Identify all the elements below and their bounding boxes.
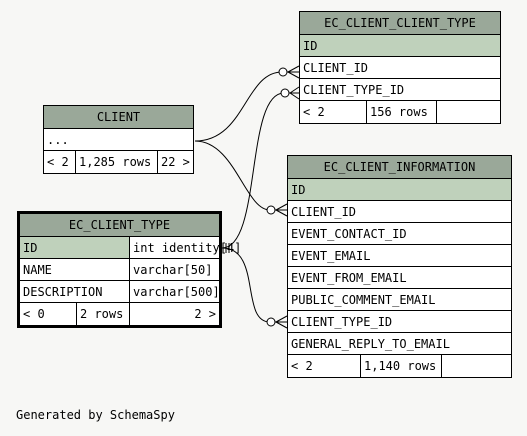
generated-by-label: Generated by SchemaSpy xyxy=(16,408,175,422)
table-title[interactable]: EC_CLIENT_TYPE xyxy=(20,214,219,236)
column-event-contact-id[interactable]: EVENT_CONTACT_ID xyxy=(288,222,511,244)
column-event-from-email[interactable]: EVENT_FROM_EMAIL xyxy=(288,266,511,288)
crowfoot-info-type-id xyxy=(266,315,288,329)
table-footer: < 2 156 rows xyxy=(300,100,500,123)
column-type: varchar[50] xyxy=(129,259,219,280)
column-general-reply-to-email[interactable]: GENERAL_REPLY_TO_EMAIL xyxy=(288,332,511,354)
table-client[interactable]: CLIENT ... < 2 1,285 rows 22 > xyxy=(43,105,194,174)
children-count[interactable] xyxy=(441,355,511,377)
table-title[interactable]: EC_CLIENT_CLIENT_TYPE xyxy=(300,12,500,34)
column-type: varchar[500] xyxy=(129,281,220,302)
crowfoot-info-client-id xyxy=(266,203,288,217)
table-ec-client-type[interactable]: EC_CLIENT_TYPE ID int identity[4] NAME v… xyxy=(17,211,241,328)
parents-count[interactable]: < 2 xyxy=(47,155,69,169)
table-footer: < 2 1,140 rows xyxy=(288,354,511,377)
parents-count[interactable]: < 0 xyxy=(23,307,45,321)
table-ec-client-information[interactable]: EC_CLIENT_INFORMATION ID CLIENT_ID EVENT… xyxy=(287,155,512,378)
column-client-type-id[interactable]: CLIENT_TYPE_ID xyxy=(300,78,500,100)
column-client-type-id[interactable]: CLIENT_TYPE_ID xyxy=(288,310,511,332)
one-marker-client-type-id xyxy=(225,243,230,253)
column-client-id[interactable]: CLIENT_ID xyxy=(300,56,500,78)
children-count[interactable] xyxy=(436,101,500,123)
column-id[interactable]: ID xyxy=(300,34,500,56)
column-name: DESCRIPTION xyxy=(23,285,103,299)
column-event-email[interactable]: EVENT_EMAIL xyxy=(288,244,511,266)
column-type: int identity[4] xyxy=(129,237,241,258)
edge-client-to-cct xyxy=(194,71,283,142)
edge-type-to-info xyxy=(221,247,271,323)
table-title[interactable]: CLIENT xyxy=(44,106,193,128)
crowfoot-cct-client-id xyxy=(278,65,300,79)
table-ec-client-client-type[interactable]: EC_CLIENT_CLIENT_TYPE ID CLIENT_ID CLIEN… xyxy=(299,11,501,124)
column-id[interactable]: ID xyxy=(288,178,511,200)
parents-count[interactable]: < 2 xyxy=(303,105,325,119)
column-ellipsis: ... xyxy=(44,128,193,150)
parents-count[interactable]: < 2 xyxy=(291,359,313,373)
row-count: 1,140 rows xyxy=(360,355,441,377)
column-name-row[interactable]: NAME varchar[50] xyxy=(20,258,219,280)
table-footer: < 2 1,285 rows 22 > xyxy=(44,150,193,173)
children-count[interactable]: 22 > xyxy=(157,151,193,173)
column-description[interactable]: DESCRIPTION varchar[500] xyxy=(20,280,220,302)
row-count: 156 rows xyxy=(366,101,436,123)
table-footer: < 0 2 rows 2 > xyxy=(20,302,219,325)
column-name: ID xyxy=(23,241,38,255)
column-client-id[interactable]: CLIENT_ID xyxy=(288,200,511,222)
column-id[interactable]: ID int identity[4] xyxy=(20,236,241,258)
table-title[interactable]: EC_CLIENT_INFORMATION xyxy=(288,156,511,178)
edge-type-to-cct xyxy=(221,92,285,249)
column-public-comment-email[interactable]: PUBLIC_COMMENT_EMAIL xyxy=(288,288,511,310)
crowfoot-cct-type-id xyxy=(280,86,300,100)
row-count: 1,285 rows xyxy=(75,151,157,173)
children-count[interactable]: 2 > xyxy=(129,303,219,325)
edge-client-to-info xyxy=(194,140,271,211)
row-count: 2 rows xyxy=(76,303,129,325)
column-name: NAME xyxy=(23,263,52,277)
